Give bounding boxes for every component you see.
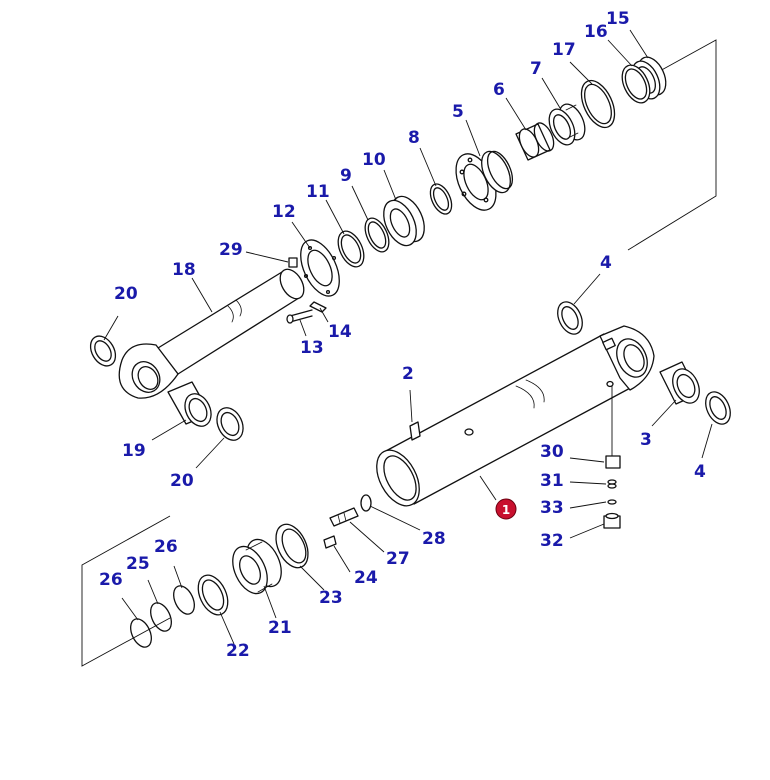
part-31-spring (607, 479, 617, 489)
callout-5: 5 (452, 102, 464, 122)
callout-32: 32 (540, 531, 564, 551)
part-2-stopper-pin (409, 421, 421, 441)
part-12-retainer-plate (300, 239, 340, 297)
callout-30: 30 (540, 442, 564, 462)
callout-15: 15 (606, 9, 630, 29)
callout-17: 17 (552, 40, 576, 60)
piston-group-bracket (81, 515, 171, 667)
part-10-ring (383, 195, 425, 247)
callout-11: 11 (306, 182, 330, 202)
part-19-bushing (167, 381, 212, 427)
part-4-dust-seal-upper (557, 301, 583, 335)
part-26-ring-upper (173, 585, 195, 615)
part-4-dust-seal-lower (705, 391, 731, 425)
callout-27: 27 (386, 549, 410, 569)
part-25-ring (150, 602, 172, 632)
callout-12: 12 (272, 202, 296, 222)
part-7-buffer-ring (548, 103, 586, 146)
part-20-dust-seal-lower (216, 407, 244, 441)
part-20-dust-seal-upper (89, 335, 117, 367)
part-22-piston-seal (197, 574, 229, 616)
callout-25: 25 (126, 554, 150, 574)
part-24-spring (323, 535, 337, 549)
callout-26-left: 26 (99, 570, 123, 590)
callout-28: 28 (422, 529, 446, 549)
part-18-piston-rod (118, 268, 305, 399)
callout-22: 22 (226, 641, 250, 661)
part-28-snap-ring (360, 494, 372, 512)
main-part-badge-label: 1 (502, 503, 510, 517)
callout-labels: 15 16 17 7 6 5 8 10 9 11 12 29 18 20 14 … (99, 9, 706, 661)
part-29-grease-fitting (288, 257, 298, 268)
callout-7: 7 (530, 59, 542, 79)
part-11-o-ring (337, 230, 365, 268)
part-33-o-ring (607, 499, 617, 505)
callout-4-lower: 4 (694, 462, 706, 482)
callout-21: 21 (268, 618, 292, 638)
part-3-bushing (659, 361, 700, 405)
part-8-o-ring (429, 183, 453, 215)
callout-26-right: 26 (154, 537, 178, 557)
part-27-valve (329, 507, 359, 527)
callout-19: 19 (122, 441, 146, 461)
callout-13: 13 (300, 338, 324, 358)
callout-23: 23 (319, 588, 343, 608)
part-32-fitting (603, 512, 621, 529)
callout-29: 29 (219, 240, 243, 260)
head-group-bracket (627, 39, 717, 251)
part-26-ring-lower (130, 618, 152, 648)
part-6-bushing (515, 122, 555, 161)
part-5-cylinder-head (455, 150, 514, 211)
callout-10: 10 (362, 150, 386, 170)
callout-20-upper: 20 (114, 284, 138, 304)
part-16-snap-ring (621, 64, 651, 104)
part-17-rod-seal (580, 79, 616, 129)
part-9-backup-ring (364, 217, 390, 253)
callout-24: 24 (354, 568, 378, 588)
part-1-cylinder-tube (376, 325, 655, 507)
leader-lines (103, 29, 713, 645)
callout-18: 18 (172, 260, 196, 280)
callout-6: 6 (493, 80, 505, 100)
callout-33: 33 (540, 498, 564, 518)
callout-9: 9 (340, 166, 352, 186)
callout-14: 14 (328, 322, 352, 342)
part-23-wear-ring (275, 523, 309, 569)
part-13-bolt (286, 309, 313, 324)
callout-8: 8 (408, 128, 420, 148)
callout-3: 3 (640, 430, 652, 450)
callout-31: 31 (540, 471, 564, 491)
callout-20-lower: 20 (170, 471, 194, 491)
part-21-piston (232, 538, 282, 595)
part-30-plug (605, 455, 621, 469)
callout-2: 2 (402, 364, 414, 384)
callout-4-upper: 4 (600, 253, 612, 273)
main-part-badge: 1 (495, 498, 517, 520)
callout-16: 16 (584, 22, 608, 42)
